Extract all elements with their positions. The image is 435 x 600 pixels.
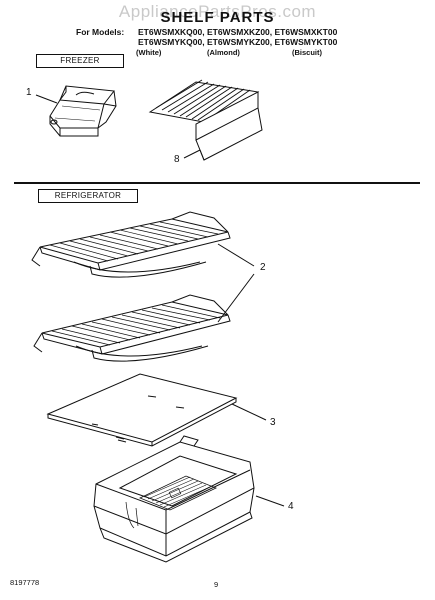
callout-3: 3 [270, 417, 276, 428]
refrigerator-shelf-upper [31, 211, 231, 278]
leader-line-3 [231, 403, 267, 421]
crisper-cover-drawing [46, 373, 238, 447]
color-almond: (Almond) [207, 48, 240, 57]
models-line-2: ET6WSMYKQ00, ET6WSMYKZ00, ET6WSMYKT00 [138, 37, 338, 47]
callout-4: 4 [288, 501, 294, 512]
callout-1: 1 [26, 87, 32, 98]
freezer-bin-drawing [49, 85, 117, 137]
callout-8: 8 [174, 154, 180, 165]
refrigerator-section-label: REFRIGERATOR [38, 189, 138, 203]
leader-line-2b [217, 273, 255, 323]
part-number: 8197778 [10, 578, 40, 587]
color-biscuit: (Biscuit) [292, 48, 322, 57]
color-white: (White) [136, 48, 162, 57]
freezer-shelf-drawing [148, 79, 263, 161]
refrigerator-shelf-lower [33, 294, 231, 362]
page-title: SHELF PARTS [160, 9, 275, 26]
leader-line-2a [217, 243, 255, 267]
models-prefix: For Models: [76, 27, 125, 37]
crisper-drawer-drawing [93, 435, 255, 563]
page-number: 9 [214, 580, 219, 589]
leader-line-8 [183, 149, 201, 159]
leader-line-4 [255, 495, 285, 507]
models-line-1: ET6WSMXKQ00, ET6WSMXKZ00, ET6WSMXKT00 [138, 27, 338, 37]
watermark: AppliancePartsPros.com [118, 2, 317, 21]
leader-line-1 [35, 94, 58, 104]
callout-2: 2 [260, 262, 266, 273]
freezer-section-label: FREEZER [36, 54, 124, 68]
